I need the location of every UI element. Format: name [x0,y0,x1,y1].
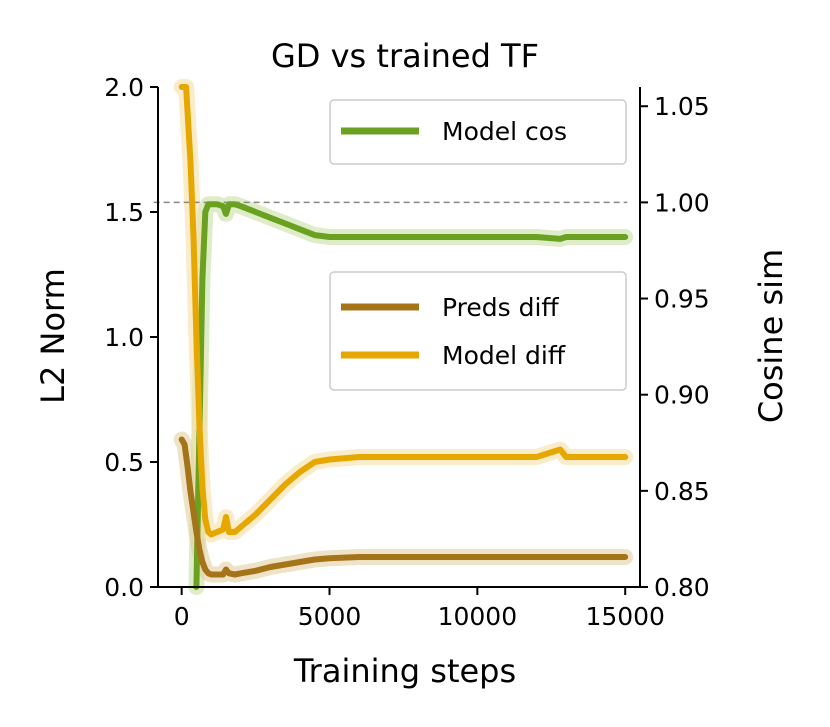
y-axis-title: L2 Norm [34,268,72,404]
series-line-model-diff [178,84,629,538]
legend-label-model-cos: Model cos [442,117,567,146]
y2-tick-label: 0.95 [654,285,710,314]
y2-tick-label: 0.90 [654,381,710,410]
y-tick-label: 0.5 [104,448,144,477]
y2-tick-label: 1.05 [654,92,710,121]
x-axis-title: Training steps [293,652,516,690]
tick-labels: 0 5000 10000 15000 0.0 0.5 1.0 1.5 2.0 0.80 0.85 0.… [104,73,709,631]
legend-cos: Model cos [329,99,627,165]
y2-tick-label: 0.85 [654,477,710,506]
legend-label-preds-diff: Preds diff [442,293,559,322]
y2-tick-label: 0.80 [654,573,710,602]
series-line-preds-diff [178,436,629,578]
legend-label-model-diff: Model diff [442,341,566,370]
x-tick-label: 10000 [438,602,518,631]
series-lines [178,84,629,590]
y-tick-label: 1.5 [104,198,144,227]
x-tick-label: 0 [174,602,190,631]
y-tick-label: 0.0 [104,573,144,602]
chart-title: GD vs trained TF [271,37,539,75]
band-model-cos [188,196,634,595]
series-line-model-cos [193,201,629,590]
axes [150,86,648,595]
x-tick-label: 5000 [298,602,362,631]
legend-diff: Preds diff Model diff [329,271,627,391]
y-tick-label: 2.0 [104,73,144,102]
y2-axis-title: Cosine sim [752,249,790,423]
x-tick-label: 15000 [585,602,665,631]
y2-tick-label: 1.00 [654,188,710,217]
y-tick-label: 1.0 [104,323,144,352]
